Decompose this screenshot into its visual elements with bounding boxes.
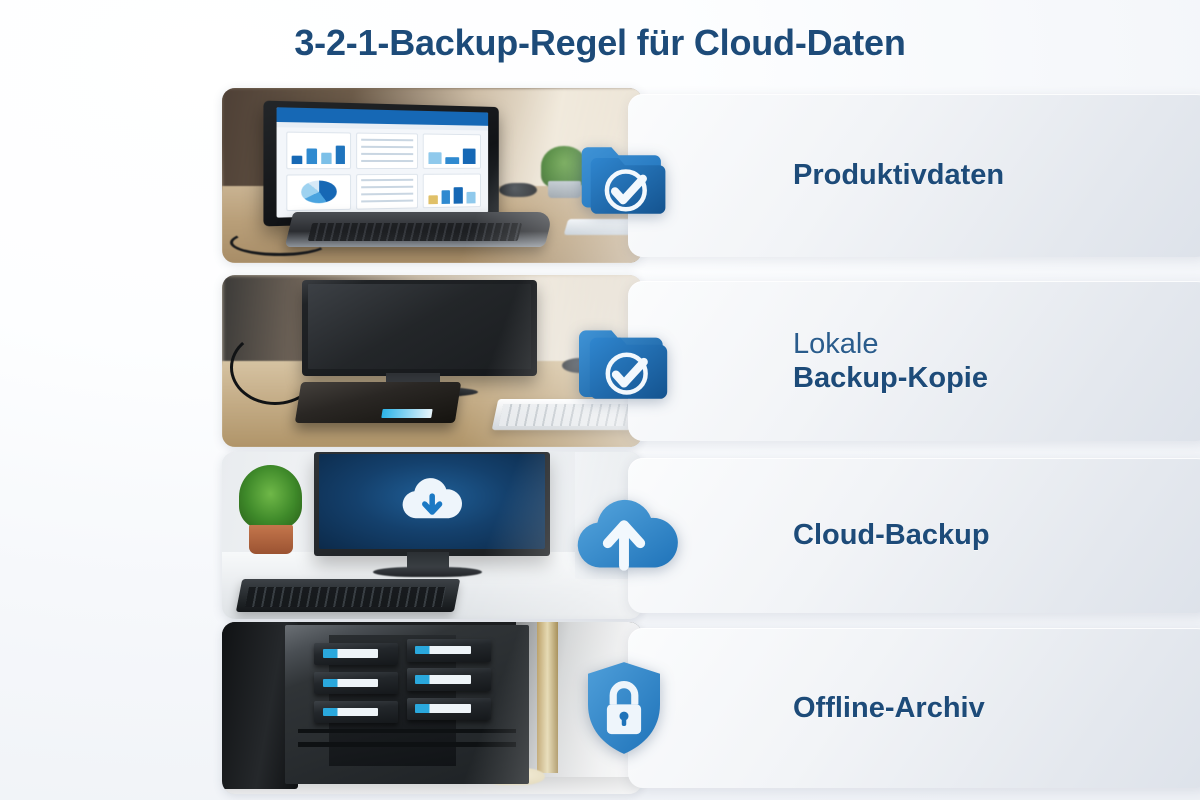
photo-monitor-external-drive	[222, 275, 642, 447]
row-cloud-backup: Cloud-Backup	[222, 452, 1200, 619]
label-lokale-line1: Lokale	[793, 327, 879, 360]
label-produktivdaten: Produktivdaten	[793, 159, 1005, 192]
row-lokale-backup-kopie: Lokale Backup-Kopie	[222, 275, 1200, 447]
label-card-lokale-backup-kopie: Lokale Backup-Kopie	[628, 281, 1200, 441]
row-offline-archiv: Offline-Archiv	[222, 622, 1200, 794]
photo-laptop-dashboard	[222, 88, 642, 263]
label-card-cloud-backup: Cloud-Backup	[628, 458, 1200, 613]
photo-safe-tape-cartridges	[222, 622, 642, 794]
label-lokale-line2: Backup-Kopie	[793, 362, 988, 394]
label-offline-archiv: Offline-Archiv	[793, 691, 985, 724]
page-title: 3-2-1-Backup-Regel für Cloud-Daten	[294, 22, 906, 63]
cloud-download-screen-icon	[402, 478, 462, 519]
label-cloud-backup: Cloud-Backup	[793, 519, 990, 552]
label-card-offline-archiv: Offline-Archiv	[628, 628, 1200, 788]
row-produktivdaten: Produktivdaten	[222, 88, 1200, 263]
label-card-produktivdaten: Produktivdaten	[628, 94, 1200, 257]
photo-monitor-cloud	[222, 452, 642, 619]
